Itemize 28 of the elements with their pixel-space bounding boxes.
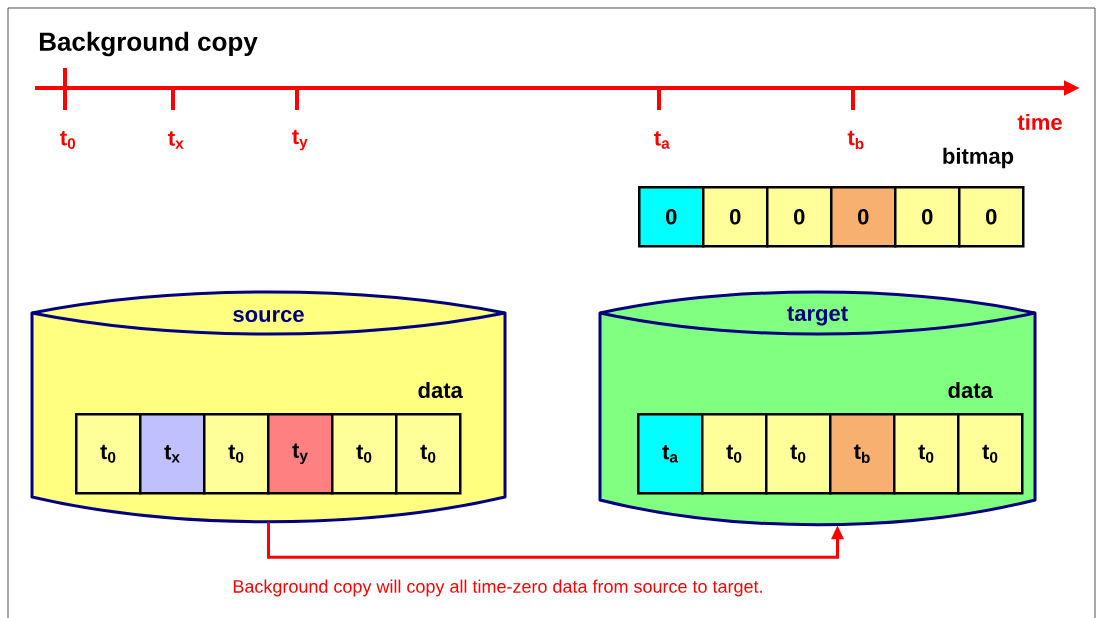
tick-label: t$_{0}$ — [60, 130, 76, 150]
data-cell: t$_{a}$ — [637, 413, 704, 495]
data-cell: t$_{0}$ — [957, 413, 1024, 495]
data-cell: t$_{0}$ — [893, 413, 960, 495]
data-cell: t$_{b}$ — [829, 413, 896, 495]
data-cell: t$_{y}$ — [267, 413, 334, 495]
data-cell: t$_{0}$ — [203, 413, 270, 495]
tick-label: t$_{a}$ — [654, 131, 670, 149]
data-cell: 0 — [958, 186, 1025, 248]
data-cell: t$_{0}$ — [331, 413, 398, 495]
data-cell: t$_{0}$ — [395, 413, 462, 495]
data-cell: t$_{0}$ — [765, 413, 832, 495]
data-cell: 0 — [894, 186, 961, 248]
bitmap-label: bitmap — [943, 147, 1014, 169]
tick-label: t$_{b}$ — [847, 130, 864, 150]
data-cell: t$_{0}$ — [75, 413, 142, 495]
arrow — [267, 522, 844, 559]
data-cell: 0 — [702, 186, 769, 248]
data-cell: t$_{x}$ — [139, 413, 206, 495]
caption: Background copy will copy all time-zero data from source to target. — [233, 579, 762, 597]
data-cell: 0 — [766, 186, 833, 248]
tick-label: t$_{x}$ — [168, 131, 184, 149]
tick-label: t$_{y}$ — [292, 129, 308, 151]
data-cell: 0 — [638, 186, 705, 248]
axis-label: time — [1017, 113, 1062, 131]
data-cell: 0 — [830, 186, 897, 248]
title: Background copy — [39, 31, 258, 57]
data-cell: t$_{0}$ — [701, 413, 768, 495]
